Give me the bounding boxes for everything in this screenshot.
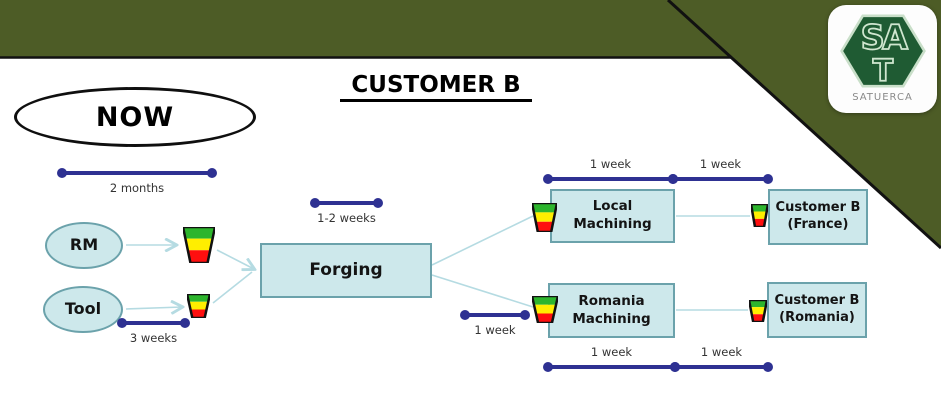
timeline-dot bbox=[763, 362, 773, 372]
connector-forging-to-local bbox=[431, 215, 534, 266]
timeline-dot bbox=[373, 198, 383, 208]
satuerca-hexagon-icon: SA T bbox=[839, 14, 926, 90]
logo-monogram-bottom: T bbox=[872, 54, 893, 89]
timeline-forging-lead: 1-2 weeks bbox=[310, 198, 383, 225]
timeline-label: 1 week bbox=[589, 157, 632, 171]
now-label: NOW bbox=[95, 101, 175, 133]
connector-tool-to-funnel bbox=[125, 307, 182, 309]
timeline-tool-lead: 3 weeks bbox=[117, 318, 190, 345]
timeline-dot bbox=[763, 174, 773, 184]
node-local-machining: Local Machining bbox=[550, 189, 675, 243]
logo-monogram-top: SA bbox=[860, 18, 907, 57]
timeline-line bbox=[548, 365, 675, 369]
timeline-romania-delivery: 1 week bbox=[670, 345, 773, 372]
timeline-local-delivery: 1 week bbox=[668, 157, 773, 184]
page-title: CUSTOMER B bbox=[340, 72, 532, 102]
node-customer-b-romania: Customer B (Romania) bbox=[767, 282, 867, 338]
inventory-funnel-local-icon bbox=[532, 203, 557, 232]
timeline-label: 3 weeks bbox=[129, 331, 178, 345]
timeline-label: 1-2 weeks bbox=[317, 211, 376, 225]
timeline-line bbox=[548, 177, 673, 181]
timeline-label: 2 months bbox=[109, 181, 165, 195]
timeline-line bbox=[675, 365, 768, 369]
timeline-line bbox=[465, 313, 525, 317]
timeline-dot bbox=[520, 310, 530, 320]
timeline-rm-lead: 2 months bbox=[57, 168, 217, 195]
inventory-funnel-romania-customer-icon bbox=[749, 300, 767, 322]
timeline-dot bbox=[180, 318, 190, 328]
timeline-line bbox=[62, 171, 212, 175]
timeline-label: 1 week bbox=[700, 345, 743, 359]
timeline-label: 1 week bbox=[474, 323, 516, 337]
timeline-dot bbox=[207, 168, 217, 178]
connector-rmfunnel-to-forging bbox=[216, 249, 254, 269]
node-forging: Forging bbox=[260, 243, 432, 298]
timeline-local-machining-lead: 1 week bbox=[543, 157, 678, 184]
node-tool: Tool bbox=[43, 286, 123, 333]
timeline-line bbox=[315, 201, 378, 205]
connector-toolfunnel-to-forging bbox=[212, 271, 253, 304]
timeline-line bbox=[673, 177, 768, 181]
timeline-line bbox=[122, 321, 185, 325]
inventory-funnel-rm-icon bbox=[183, 227, 215, 263]
node-rm: RM bbox=[45, 222, 123, 269]
satuerca-logo: SA T SATUERCA bbox=[828, 5, 937, 113]
inventory-funnel-france-icon bbox=[751, 204, 768, 227]
inventory-funnel-tool-icon bbox=[187, 294, 210, 318]
inventory-funnel-romania-icon bbox=[532, 296, 558, 323]
node-romania-machining: Romania Machining bbox=[548, 283, 675, 338]
node-customer-b-france: Customer B (France) bbox=[768, 189, 868, 245]
now-ellipse: NOW bbox=[14, 87, 256, 147]
timeline-romania-machining-lead: 1 week bbox=[543, 345, 680, 372]
logo-caption: SATUERCA bbox=[852, 92, 913, 103]
timeline-label: 1 week bbox=[699, 157, 742, 171]
corner-triangle-edge bbox=[666, 0, 941, 250]
connector-forging-to-romania bbox=[431, 274, 534, 308]
timeline-label: 1 week bbox=[590, 345, 633, 359]
timeline-forging-to-romania: 1 week bbox=[460, 310, 530, 337]
